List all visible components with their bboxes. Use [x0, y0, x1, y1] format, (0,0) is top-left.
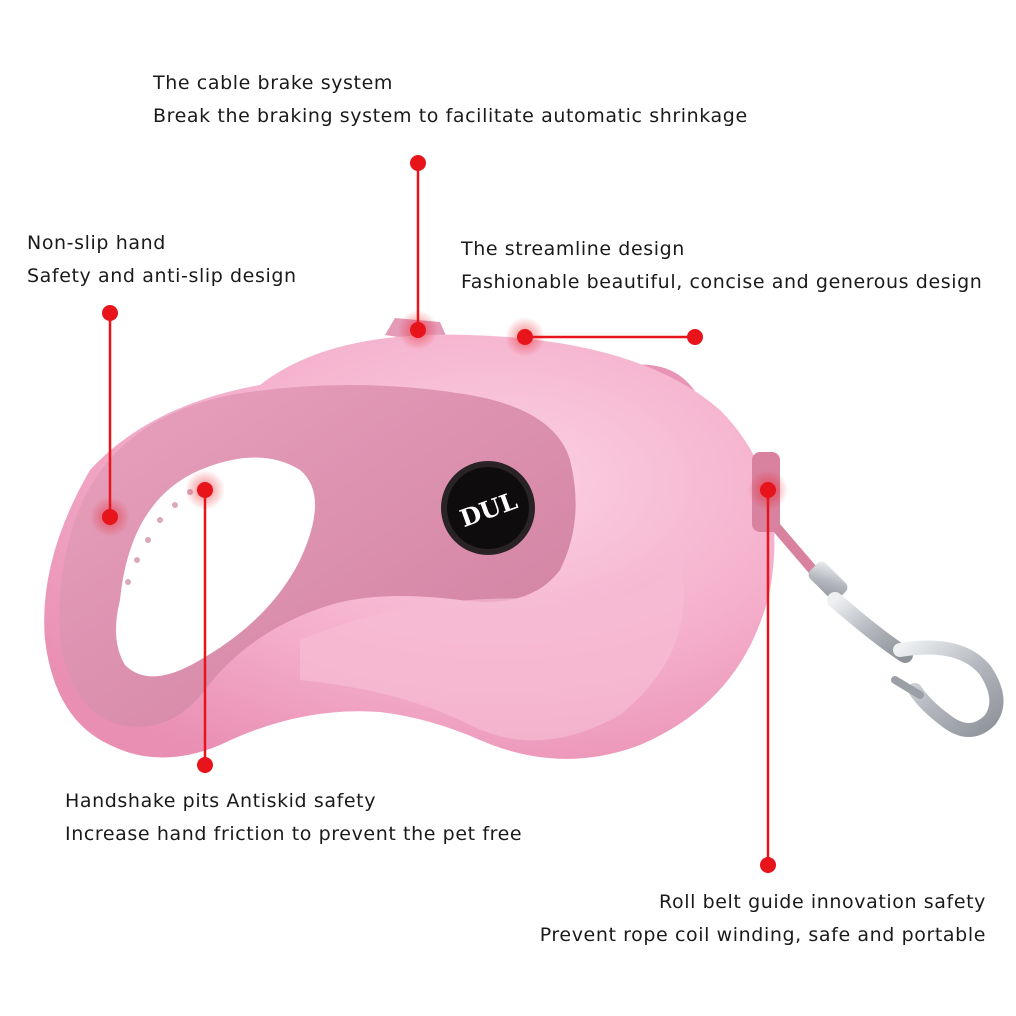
leash-device: DUL — [44, 318, 780, 759]
callout-streamline-title: The streamline design — [461, 238, 685, 260]
callout-handshake: Handshake pits Antiskid safety Increase … — [65, 785, 522, 851]
callout-rollbelt: Roll belt guide innovation safety Preven… — [540, 886, 986, 952]
callout-nonslip-desc: Safety and anti-slip design — [27, 265, 297, 287]
callout-streamline: The streamline design Fashionable beauti… — [461, 233, 982, 299]
callout-rollbelt-desc: Prevent rope coil winding, safe and port… — [539, 924, 986, 946]
callout-nonslip: Non-slip hand Safety and anti-slip desig… — [27, 227, 297, 293]
callout-brake: The cable brake system Break the braking… — [153, 67, 748, 133]
callout-brake-desc: Break the braking system to facilitate a… — [153, 105, 748, 127]
metal-clip — [765, 515, 1004, 737]
logo-badge: DUL — [441, 461, 535, 555]
callout-handshake-title: Handshake pits Antiskid safety — [65, 790, 377, 812]
callout-nonslip-title: Non-slip hand — [27, 232, 166, 254]
callout-handshake-desc: Increase hand friction to prevent the pe… — [65, 823, 523, 845]
callout-brake-title: The cable brake system — [153, 72, 393, 94]
callout-markers — [90, 155, 788, 873]
callout-streamline-desc: Fashionable beautiful, concise and gener… — [461, 271, 983, 293]
callout-rollbelt-title: Roll belt guide innovation safety — [659, 891, 986, 913]
